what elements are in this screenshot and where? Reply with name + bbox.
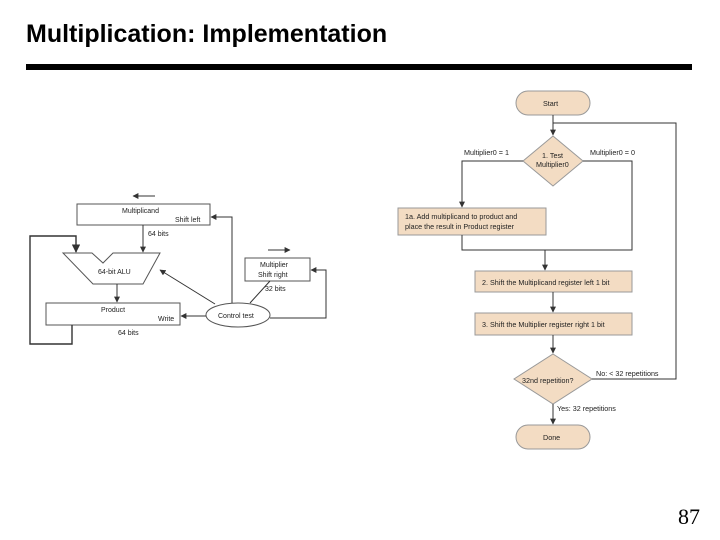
write-label: Write bbox=[158, 316, 174, 323]
feedback-wire bbox=[29, 235, 81, 345]
step1a-box bbox=[397, 207, 547, 236]
wire-control-alu bbox=[159, 269, 216, 305]
product-register bbox=[45, 302, 181, 326]
branch-right-label: Multiplier0 = 0 bbox=[590, 148, 635, 157]
no-label: No: < 32 repetitions bbox=[596, 369, 659, 378]
control-test-node bbox=[205, 302, 271, 328]
multiplier-label: Multiplier bbox=[260, 262, 289, 269]
shift-right-label: Shift right bbox=[258, 272, 288, 279]
start-label: Start bbox=[543, 99, 558, 108]
hardware-diagram: Multiplicand Shift left 64 bits 64-bit A… bbox=[29, 193, 327, 345]
bits-32-label: 32 bits bbox=[265, 286, 286, 293]
wire-multiplier-control bbox=[249, 280, 271, 304]
bits-64-bottom-label: 64 bits bbox=[118, 330, 139, 337]
wire-control-multiplicand bbox=[210, 214, 233, 303]
done-node bbox=[515, 424, 591, 450]
bits-64-top-label: 64 bits bbox=[148, 231, 169, 238]
step1a-line1: 1a. Add multiplicand to product and bbox=[405, 212, 517, 221]
test-decision bbox=[522, 135, 584, 187]
branch-left-label: Multiplier0 = 1 bbox=[464, 148, 509, 157]
arrow-no-loop bbox=[553, 122, 677, 380]
multiplicand-label: Multiplicand bbox=[122, 208, 159, 215]
arrow-test-step1a bbox=[459, 160, 523, 208]
test-line1: 1. Test bbox=[542, 151, 563, 160]
yes-label: Yes: 32 repetitions bbox=[557, 404, 616, 413]
flowchart: Start 1. Test Multiplier0 Multiplier0 = … bbox=[397, 90, 677, 450]
page-number: 87 bbox=[678, 504, 700, 529]
done-label: Done bbox=[543, 433, 560, 442]
shift-left-label: Shift left bbox=[175, 217, 200, 224]
arrow-test-step2 bbox=[542, 160, 633, 271]
title-rule bbox=[26, 64, 692, 70]
decision-label: 32nd repetition? bbox=[522, 376, 574, 385]
slide-title: Multiplication: Implementation bbox=[26, 20, 388, 48]
step1a-line2: place the result in Product register bbox=[405, 222, 515, 231]
step2-label: 2. Shift the Multiplicand register left … bbox=[482, 278, 609, 287]
wire-control-multiplier bbox=[270, 267, 327, 319]
multiplier-register bbox=[244, 257, 311, 282]
step3-label: 3. Shift the Multiplier register right 1… bbox=[482, 320, 605, 329]
product-label: Product bbox=[101, 307, 125, 314]
test-line2: Multiplier0 bbox=[536, 160, 569, 169]
arrow-step1a-step2 bbox=[461, 235, 545, 251]
alu-shape bbox=[61, 252, 161, 285]
alu-label: 64-bit ALU bbox=[98, 269, 131, 276]
control-test-label: Control test bbox=[218, 313, 254, 320]
